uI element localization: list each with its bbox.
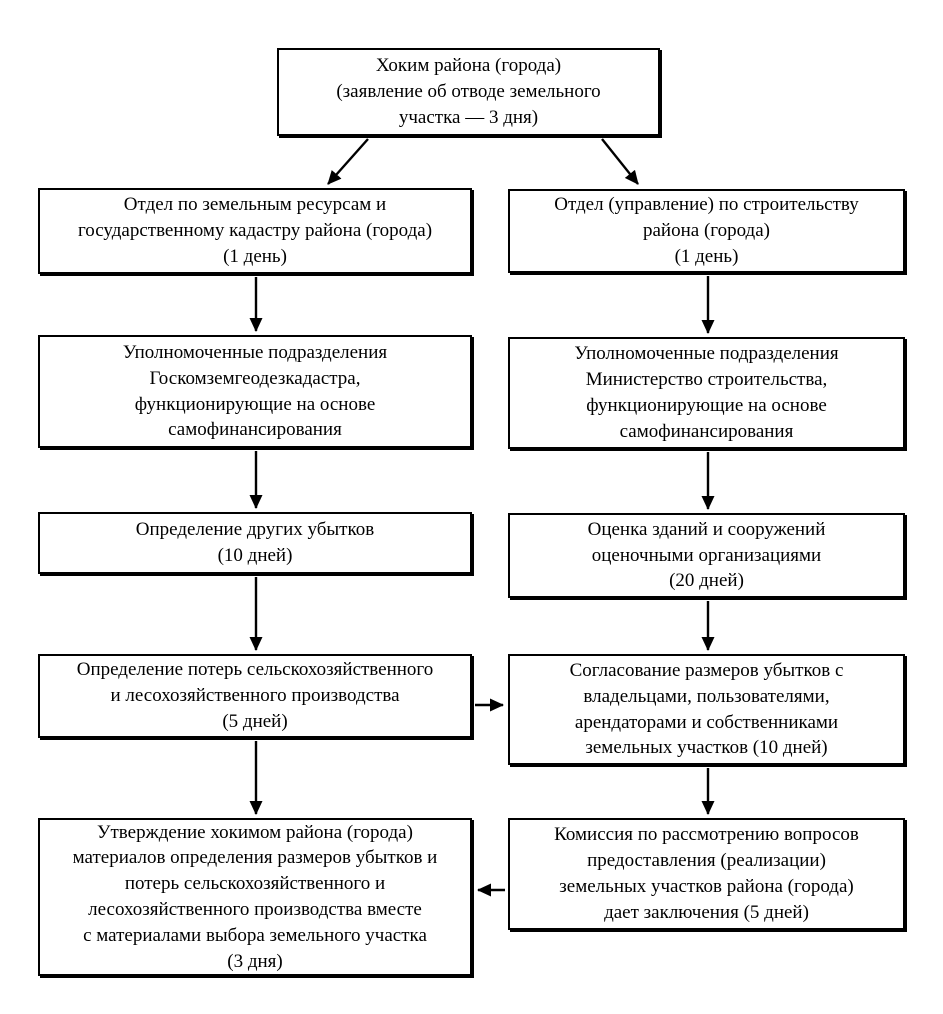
- box-podrazdeleniya-goskomzem: Уполномоченные подразделения Госкомземге…: [38, 335, 472, 448]
- arrow-hokim-to-right1: [601, 138, 639, 185]
- box-soglasovanie-razmerov: Согласование размеров убытков с владельц…: [508, 654, 905, 765]
- arrow-hokim-to-left1: [327, 138, 369, 185]
- box-podrazdeleniya-minstroy: Уполномоченные подразделения Министерств…: [508, 337, 905, 449]
- box-otdel-stroitelstvo: Отдел (управление) по строительству райо…: [508, 189, 905, 273]
- box-opredelenie-ubytkov: Определение других убытков (10 дней): [38, 512, 472, 574]
- box-otdel-zemelnye-resursy: Отдел по земельным ресурсам и государств…: [38, 188, 472, 274]
- box-ocenka-zdaniy: Оценка зданий и сооружений оценочными ор…: [508, 513, 905, 598]
- box-utverzhdenie-hokimom: Утверждение хокимом района (города) мате…: [38, 818, 472, 976]
- box-komissiya-zaklyucheniya: Комиссия по рассмотрению вопросов предос…: [508, 818, 905, 930]
- box-hokim-rayona: Хоким района (города) (заявление об отво…: [277, 48, 660, 136]
- box-opredelenie-poter: Определение потерь сельскохозяйственного…: [38, 654, 472, 738]
